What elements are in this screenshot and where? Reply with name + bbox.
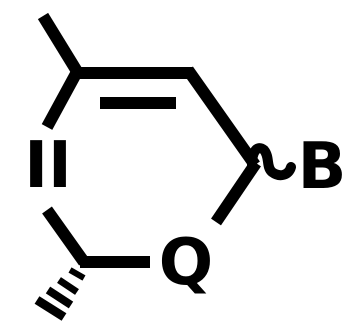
ring-bond-left-upper [41, 67, 84, 130]
atom-label-q: Q [159, 226, 213, 300]
wavy-bond [247, 143, 296, 181]
ring-bond-right-lower [211, 159, 261, 226]
hashed-wedge-bond [34, 267, 86, 321]
ring-bond-right-upper [183, 66, 260, 169]
ring-bond-left-lower [42, 206, 89, 266]
methyl-bond-top [37, 12, 84, 77]
atom-label-b: B [298, 130, 347, 204]
atom-label-ii: II [24, 129, 72, 203]
